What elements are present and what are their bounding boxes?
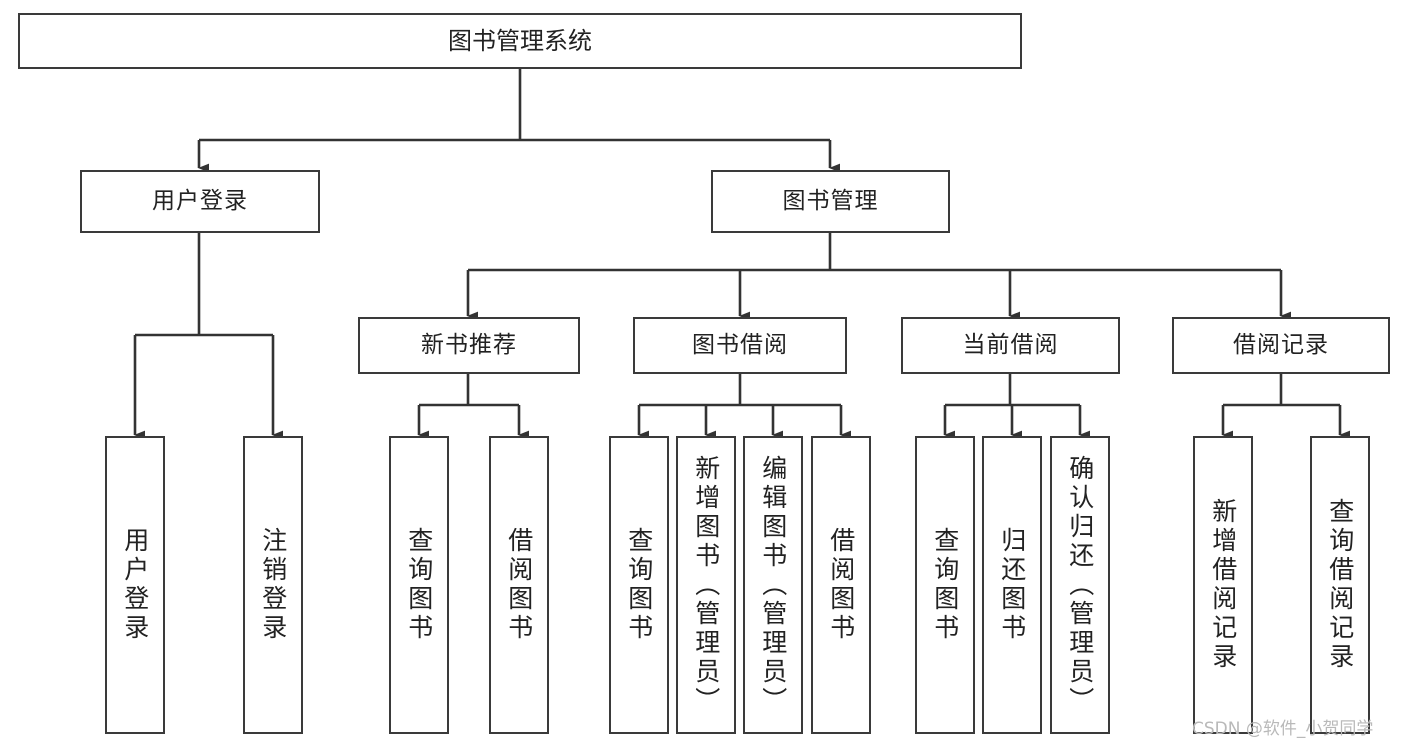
node-label: 借阅记录 bbox=[1233, 331, 1329, 358]
leaf-add-borrow-record[interactable]: 新增借阅记录 bbox=[1193, 436, 1253, 734]
leaf-logout-login[interactable]: 注销登录 bbox=[243, 436, 303, 734]
leaf-return-book[interactable]: 归还图书 bbox=[982, 436, 1042, 734]
node-label: 编辑图书（管理员） bbox=[758, 454, 788, 716]
leaf-query-book-current[interactable]: 查询图书 bbox=[915, 436, 975, 734]
node-label: 图书借阅 bbox=[692, 331, 788, 358]
node-label: 新增图书（管理员） bbox=[691, 454, 721, 716]
node-current-borrow[interactable]: 当前借阅 bbox=[901, 317, 1120, 374]
node-label: 借阅图书 bbox=[826, 527, 856, 643]
node-label: 查询借阅记录 bbox=[1325, 498, 1355, 672]
node-label: 图书管理 bbox=[782, 187, 879, 214]
node-label: 当前借阅 bbox=[962, 331, 1059, 358]
node-label: 借阅图书 bbox=[504, 527, 534, 643]
node-borrow-record[interactable]: 借阅记录 bbox=[1172, 317, 1390, 374]
node-label: 查询图书 bbox=[930, 527, 960, 643]
node-book-borrow[interactable]: 图书借阅 bbox=[633, 317, 847, 374]
leaf-confirm-return[interactable]: 确认归还（管理员） bbox=[1050, 436, 1110, 734]
node-book-management[interactable]: 图书管理 bbox=[711, 170, 950, 233]
node-label: 新书推荐 bbox=[421, 331, 517, 358]
node-label: 确认归还（管理员） bbox=[1065, 454, 1095, 716]
node-label: 查询图书 bbox=[624, 527, 654, 643]
node-label: 注销登录 bbox=[258, 527, 288, 643]
leaf-query-book-new-book[interactable]: 查询图书 bbox=[389, 436, 449, 734]
node-label: 归还图书 bbox=[997, 527, 1027, 643]
node-label: 用户登录 bbox=[120, 527, 150, 643]
node-label: 用户登录 bbox=[152, 187, 248, 214]
node-book-management-system[interactable]: 图书管理系统 bbox=[18, 13, 1022, 69]
node-label: 新增借阅记录 bbox=[1208, 498, 1238, 672]
node-label: 图书管理系统 bbox=[448, 26, 592, 55]
node-new-book-recommend[interactable]: 新书推荐 bbox=[358, 317, 580, 374]
leaf-user-login[interactable]: 用户登录 bbox=[105, 436, 165, 734]
csdn-watermark: CSDN @软件_小贺同学 bbox=[1192, 719, 1374, 739]
node-user-login[interactable]: 用户登录 bbox=[80, 170, 320, 233]
leaf-add-book[interactable]: 新增图书（管理员） bbox=[676, 436, 736, 734]
leaf-borrow-book-new-book[interactable]: 借阅图书 bbox=[489, 436, 549, 734]
leaf-query-book-borrow[interactable]: 查询图书 bbox=[609, 436, 669, 734]
leaf-edit-book[interactable]: 编辑图书（管理员） bbox=[743, 436, 803, 734]
leaf-borrow-book-borrow[interactable]: 借阅图书 bbox=[811, 436, 871, 734]
node-label: 查询图书 bbox=[404, 527, 434, 643]
leaf-query-borrow-record[interactable]: 查询借阅记录 bbox=[1310, 436, 1370, 734]
